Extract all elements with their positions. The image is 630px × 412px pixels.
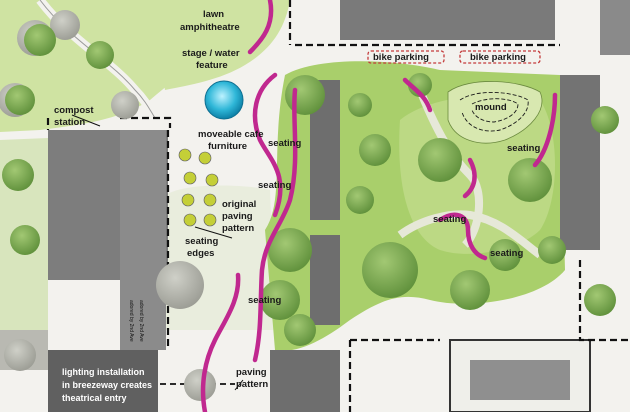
building-south [270,350,340,412]
label-stage-water-2: feature [196,60,228,71]
building-central-south [310,235,340,325]
bike-parking-area-2 [459,50,541,64]
label-stage-water-1: stage / water [182,48,240,59]
label-building-text-2: adored by 2nd Ave [138,300,144,342]
label-seating-edges-1: seating [185,236,218,247]
label-lawn: lawn [203,9,224,20]
mound [447,81,543,144]
label-lighting-2: in breezeway creates [62,380,152,390]
label-building-text-1: adored by 2nd Ave [128,300,134,342]
cafe-tables [178,148,219,227]
building-east [560,75,600,250]
label-paving-pattern-1: paving [236,367,267,378]
building-west-annex [120,130,166,350]
label-paving-orig-1: original [222,199,256,210]
label-bike-parking-2: bike parking [470,52,526,63]
courtyard-path-1 [416,88,484,248]
boundary-dashed-1 [46,43,560,350]
label-lighting-1: lighting installation [62,367,145,377]
courtyard-path-2 [397,210,543,259]
label-seating-d: seating [507,143,540,154]
building-southeast [470,360,570,400]
label-paving-pattern-2: pattern [236,379,268,390]
label-amphitheatre: amphitheatre [180,22,240,33]
label-seating-edges-2: edges [187,248,214,259]
label-bike-parking-1: bike parking [373,52,429,63]
bike-parking-area-1 [367,50,445,64]
label-seating-c: seating [248,295,281,306]
building-northeast [600,0,630,55]
label-cafe-1: moveable cafe [198,129,263,140]
amphitheatre-lawn [150,0,290,90]
mound-contour-2 [471,98,519,123]
label-compost-2: station [54,117,85,128]
water-feature [204,80,244,120]
label-seating-b: seating [258,180,291,191]
label-mound: mound [475,102,507,113]
trees-green [2,24,619,346]
label-lighting-3: theatrical entry [62,393,127,403]
label-cafe-2: furniture [208,141,247,152]
label-seating-a: seating [268,138,301,149]
label-paving-orig-2: paving [222,211,253,222]
boundary-dashed-5 [578,260,630,342]
label-seating-f: seating [490,248,523,259]
mound-contour-1 [459,91,529,132]
boundary-dashed-3 [348,338,440,412]
building-breezeway [48,350,158,412]
building-north [340,0,555,40]
label-paving-orig-3: pattern [222,223,254,234]
label-seating-e: seating [433,214,466,225]
label-compost-1: compost [54,105,94,116]
label-leaders [71,114,244,391]
seating-edges [200,0,558,412]
